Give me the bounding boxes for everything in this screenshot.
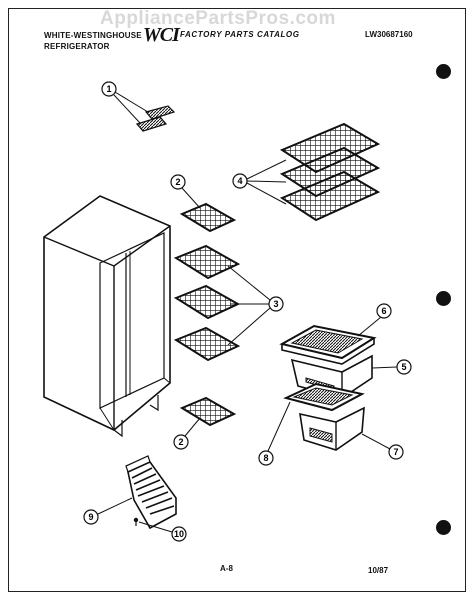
callout-6: 6 <box>357 303 392 337</box>
brand-heading: WHITE-WESTINGHOUSE REFRIGERATOR <box>44 30 142 52</box>
part-2-shelf-top <box>179 202 237 233</box>
page-number: A-8 <box>220 564 233 573</box>
page-border <box>8 8 466 592</box>
svg-text:9: 9 <box>88 512 93 522</box>
wci-logo: WCI <box>143 24 180 46</box>
callout-7: 7 <box>361 433 404 460</box>
svg-text:6: 6 <box>381 306 386 316</box>
part-1-clips <box>135 105 176 132</box>
part-8-crisper-cover <box>283 382 365 412</box>
catalog-date: 10/87 <box>368 566 389 575</box>
part-7-crisper-pan <box>299 406 365 451</box>
svg-text:8: 8 <box>263 453 268 463</box>
refrigerator-cabinet <box>43 195 171 438</box>
callout-5: 5 <box>371 359 412 375</box>
callout-8: 8 <box>258 401 291 466</box>
callout-4: 4 <box>232 159 287 205</box>
part-2-shelf-bottom <box>179 396 237 427</box>
catalog-number: LW30687160 <box>365 30 413 39</box>
part-9-bracket <box>125 455 177 530</box>
part-3-shelves <box>173 244 241 362</box>
callout-2-top: 2 <box>170 174 201 209</box>
brand-name: WHITE-WESTINGHOUSE <box>44 31 142 40</box>
part-6-crisper-cover <box>279 324 377 365</box>
binder-hole <box>436 64 451 79</box>
svg-text:2: 2 <box>175 177 180 187</box>
binder-hole <box>436 291 451 306</box>
svg-text:10: 10 <box>174 529 184 539</box>
svg-text:4: 4 <box>237 176 242 186</box>
svg-text:2: 2 <box>178 437 183 447</box>
svg-text:5: 5 <box>401 362 406 372</box>
callout-3: 3 <box>227 265 284 346</box>
svg-text:3: 3 <box>273 299 278 309</box>
svg-text:7: 7 <box>393 447 398 457</box>
product-type: REFRIGERATOR <box>44 42 110 51</box>
binder-hole <box>436 520 451 535</box>
callout-2-bottom: 2 <box>173 417 201 450</box>
callout-9: 9 <box>83 497 133 525</box>
svg-text:1: 1 <box>106 84 111 94</box>
part-4-wire-shelves <box>279 122 381 222</box>
watermark: AppliancePartsPros.com <box>100 8 336 29</box>
part-10-screw <box>133 517 139 526</box>
callout-10: 10 <box>138 521 187 542</box>
catalog-title: FACTORY PARTS CATALOG <box>180 30 300 39</box>
callout-1: 1 <box>101 81 149 124</box>
